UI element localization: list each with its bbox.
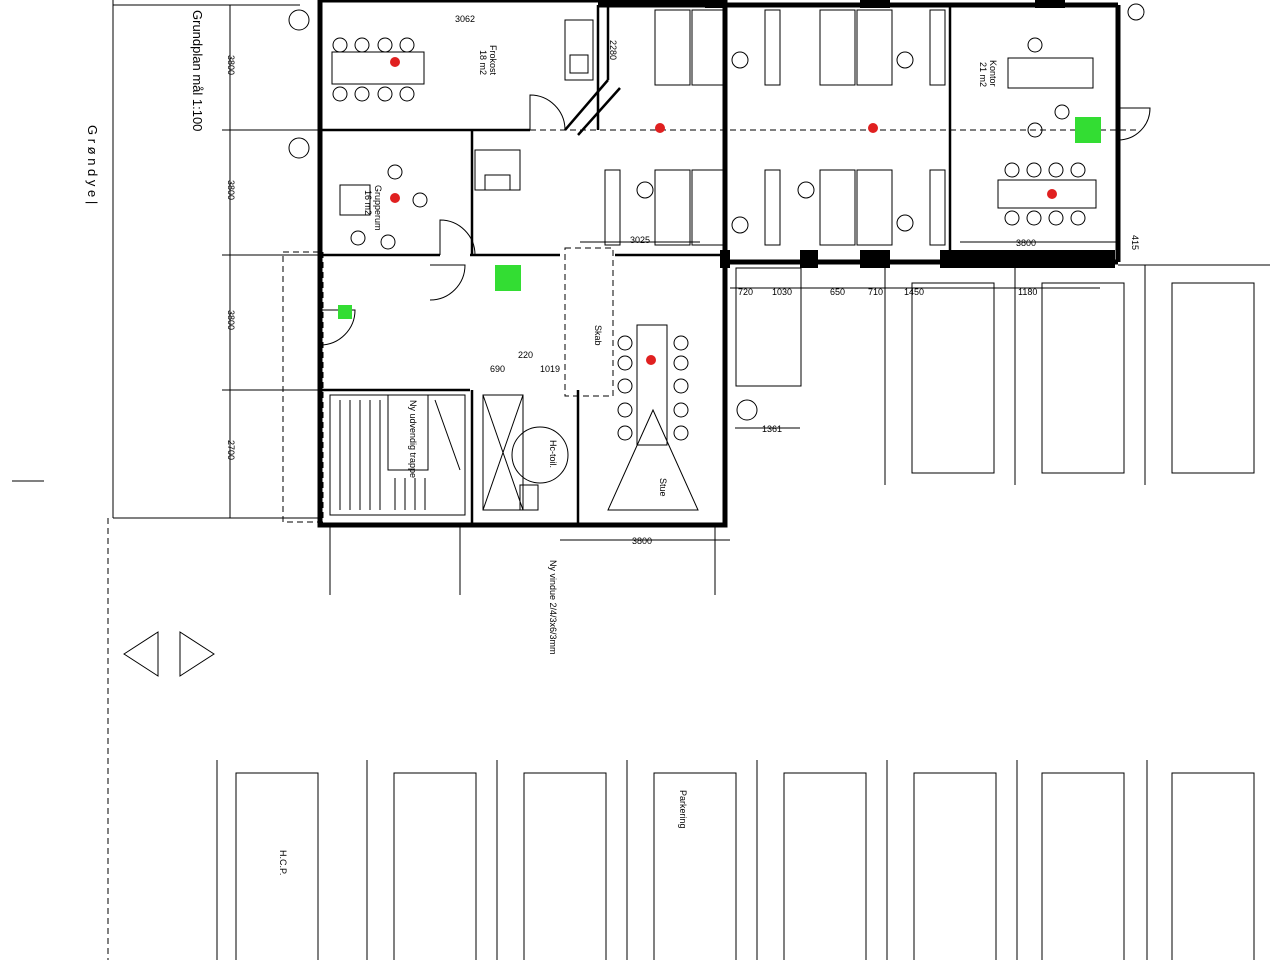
dim-label: 1180 (1018, 287, 1037, 297)
kantine-table (607, 324, 699, 511)
room-label-wc: Hc-toil. (548, 440, 558, 468)
dim-label: 3025 (630, 235, 650, 245)
staircase (329, 394, 466, 516)
room-label-stue: Stue (658, 478, 668, 497)
parking-upper (884, 265, 1255, 485)
dim-label: 1361 (762, 424, 782, 434)
dim-label: 1450 (904, 287, 924, 297)
room-area-grupperum: 16 m2 (363, 190, 373, 215)
entry-outline (282, 251, 324, 523)
skab-outline (564, 247, 614, 397)
dim-label: 3800 (632, 536, 652, 546)
kitchen (474, 19, 594, 191)
plan-title: Grundplan mål 1:100 (190, 10, 205, 131)
parking-bay-label: H.C.P. (278, 850, 288, 875)
frokost-table (331, 37, 425, 102)
grid-markers (288, 3, 1145, 421)
dim-label: 1030 (772, 287, 792, 297)
street-label: G r ø n d y e | (85, 125, 100, 204)
dim-label: 1019 (540, 364, 560, 374)
marker-points (338, 57, 1101, 365)
dim-label: 3800 (226, 55, 236, 75)
dimension-lines (222, 5, 1270, 595)
dim-label: 2280 (608, 40, 618, 60)
grupperum-furniture (339, 164, 428, 250)
parking-lower (216, 760, 1255, 960)
dim-label: 720 (738, 287, 753, 297)
dim-label: 3800 (1016, 238, 1036, 248)
door-swings (319, 94, 1151, 484)
dim-label: 415 (1130, 235, 1140, 250)
vent-note: Ny vindue 2/4/3x6/3mm (548, 560, 558, 655)
dim-label: 220 (518, 350, 533, 360)
section-arrow-icon (123, 631, 215, 677)
dim-label: 690 (490, 364, 505, 374)
elevator-shaft (482, 394, 539, 511)
building-walls (317, 0, 1121, 528)
right-office-furniture (997, 37, 1097, 226)
dim-label: 3800 (226, 180, 236, 200)
dim-label: 650 (830, 287, 845, 297)
room-area-frokost: 18 m2 (478, 50, 488, 75)
room-label-skab: Skab (593, 325, 603, 346)
room-label-trappe: Ny udvendig trappe (408, 400, 418, 478)
room-area-kontor: 21 m2 (978, 62, 988, 87)
room-label-grupperum: Grupperum (373, 185, 383, 231)
dim-label: 2700 (226, 440, 236, 460)
office-desks (604, 9, 946, 246)
dim-label: 710 (868, 287, 883, 297)
room-label-kontor: Kontor (988, 60, 998, 87)
annex-box (735, 267, 802, 387)
dim-label: 3062 (455, 14, 475, 24)
parking-label: Parkering (678, 790, 688, 829)
room-label-frokost: Frokost (488, 45, 498, 76)
dim-label: 3800 (226, 310, 236, 330)
